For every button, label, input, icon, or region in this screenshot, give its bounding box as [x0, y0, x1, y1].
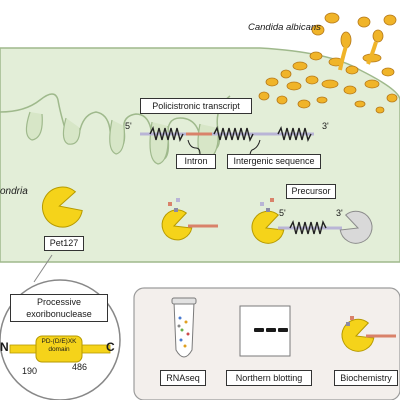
biochemistry-icon: [341, 316, 396, 352]
pet127-pacman-main: [42, 186, 83, 228]
pd-domain-block: [35, 335, 83, 363]
precursor-processing: [251, 198, 373, 244]
domain-title-line-1: Processive: [36, 297, 81, 307]
pet127-connector: [33, 254, 53, 283]
intergenic-bracket: [249, 139, 261, 157]
precursor-3-prime: 3': [336, 208, 343, 218]
northern-label: Northern blotting: [226, 370, 312, 386]
n-terminus-label: N: [0, 340, 9, 354]
intergenic-label: Intergenic sequence: [227, 154, 321, 169]
biochemistry-label: Biochemistry: [334, 370, 398, 386]
transcript-title: Policistronic transcript: [140, 98, 252, 114]
domain-name-line-2: domain: [48, 346, 70, 353]
organism-label: Candida albicans: [248, 22, 321, 33]
crista-5: [25, 111, 43, 141]
transcript-5-prime: 5': [125, 121, 132, 131]
transcript-3-prime: 3': [322, 121, 329, 131]
crista-1: [62, 117, 81, 145]
tube-icon: [171, 297, 197, 358]
gene-2-zigzag: [213, 125, 254, 143]
domain-title-line-2: exoribonuclease: [26, 309, 92, 319]
precursor-label: Precursor: [286, 184, 336, 199]
intron-label: Intron: [176, 154, 216, 169]
domain-name-line-1: PD-(D/E)XK: [41, 338, 77, 345]
intron-bracket: [187, 139, 201, 155]
precursor-5-prime: 5': [279, 208, 286, 218]
domain-end-residue: 486: [72, 362, 88, 372]
domain-box-title: Processive exoribonuclease: [10, 294, 108, 322]
mitochondria-label: ondria: [0, 186, 28, 197]
rnaseq-label: RNAseq: [160, 370, 206, 386]
northern-blot-icon: [239, 305, 291, 357]
degradation-step: [161, 198, 218, 241]
pet127-label: Pet127: [44, 236, 84, 251]
c-terminus-label: C: [106, 340, 115, 354]
crista-2: [109, 119, 125, 155]
domain-name: PD-(D/E)XK domain: [36, 338, 82, 354]
domain-start-residue: 190: [22, 366, 38, 376]
candida-albicans-hyphae: [258, 12, 398, 114]
gene-3-zigzag: [277, 125, 312, 143]
policistronic-rna: [140, 125, 314, 157]
gene-1-zigzag: [149, 125, 184, 143]
